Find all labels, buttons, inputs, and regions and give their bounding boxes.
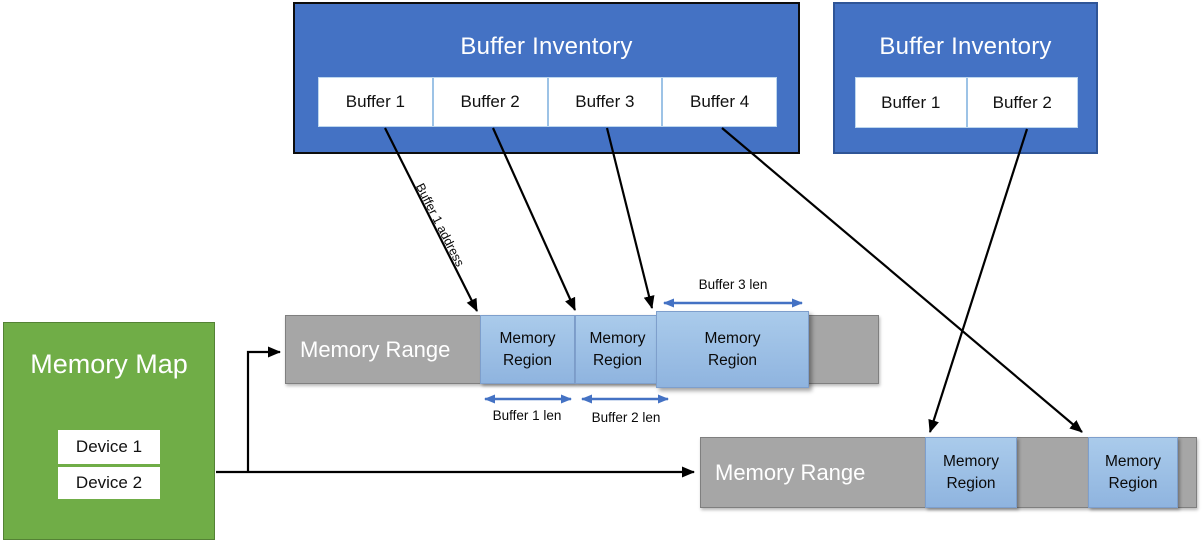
memory-map-title: Memory Map (30, 349, 188, 379)
buffer-inventory-left: Buffer Inventory Buffer 1 Buffer 2 Buffe… (293, 2, 800, 154)
buffer-inventory-left-strip: Buffer 1 Buffer 2 Buffer 3 Buffer 4 (318, 77, 777, 127)
arrow-buffer3-to-region3 (605, 127, 655, 309)
buffer-inventory-right-title: Buffer Inventory (879, 33, 1052, 60)
memory-region-top-3: Memory Region (656, 311, 809, 388)
device-1-box: Device 1 (58, 430, 160, 464)
buffer-inventory-right: Buffer Inventory Buffer 1 Buffer 2 (833, 2, 1098, 154)
memory-range-top-label: Memory Range (300, 336, 451, 362)
buffer3-len-label: Buffer 3 len (698, 277, 768, 292)
memory-region-top-2: Memory Region (575, 315, 660, 384)
buffer-cell-4: Buffer 4 (690, 92, 750, 111)
buffer-inventory-left-title: Buffer Inventory (460, 33, 633, 60)
memory-region-top-1: Memory Region (480, 315, 575, 384)
buffer-cell-1: Buffer 1 (319, 78, 434, 126)
buffer-cell-2: Buffer 2 (434, 78, 549, 126)
buffer-cell-2: Buffer 2 (992, 92, 1052, 112)
buffer-cell-1: Buffer 1 (856, 78, 968, 127)
buffer1-address-label: Buffer 1 address (412, 181, 468, 269)
connector-map-to-top-range (246, 346, 281, 472)
buffer-cell-3: Buffer 3 (549, 78, 664, 126)
arrow-right-buffer2-to-bottom-region1 (928, 128, 1029, 433)
memory-region-bottom-1: Memory Region (925, 437, 1017, 508)
memory-region-bottom-2: Memory Region (1088, 437, 1178, 508)
buffer2-len-label: Buffer 2 len (591, 410, 661, 425)
arrow-buffer2-to-region2 (491, 127, 577, 311)
memory-map: Memory Map Device 1 Device 2 (3, 322, 215, 540)
device-2-box: Device 2 (58, 467, 160, 499)
memory-range-bottom-label: Memory Range (715, 459, 866, 485)
buffer1-len-label: Buffer 1 len (492, 408, 562, 423)
buffer-inventory-right-strip: Buffer 1 Buffer 2 (855, 77, 1078, 128)
